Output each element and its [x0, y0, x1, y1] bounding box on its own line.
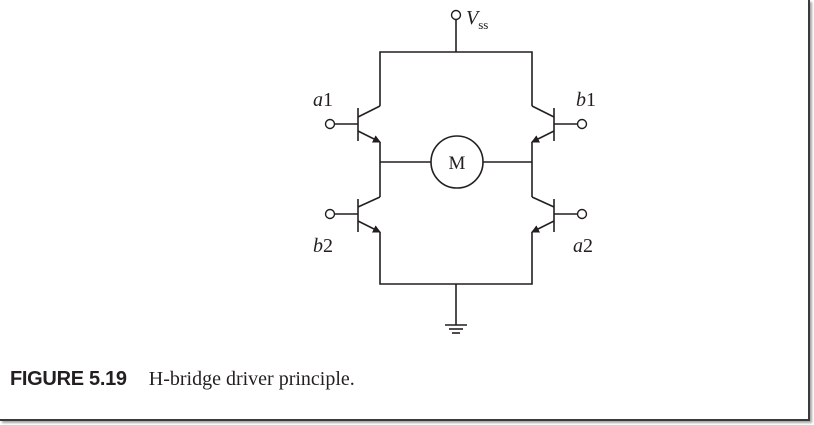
supply-rail	[379, 51, 533, 106]
q4-collector	[531, 196, 555, 208]
q2-collector	[531, 105, 555, 118]
q1-collector	[357, 105, 381, 118]
b1-input-terminal	[576, 118, 588, 130]
q3-collector	[357, 196, 381, 208]
a1-input-terminal	[324, 118, 336, 130]
ground-icon	[445, 324, 467, 334]
ground-rail	[379, 232, 533, 285]
a2-label: a2	[573, 235, 593, 257]
b2-label: b2	[313, 235, 333, 257]
transistor-q4: a2	[531, 196, 593, 257]
vss-label: Vss	[466, 7, 488, 32]
figure-number: FIGURE 5.19	[10, 368, 127, 390]
q2-emitter	[531, 130, 555, 143]
q1-emitter	[357, 130, 381, 143]
transistor-q3: b2	[313, 196, 381, 257]
q4-emitter	[531, 220, 555, 233]
a1-label: a1	[313, 89, 333, 111]
vss-terminal: Vss	[450, 7, 488, 52]
figure-caption-text: H-bridge driver principle.	[148, 368, 355, 390]
b2-input-terminal	[324, 208, 336, 220]
motor: M	[430, 135, 484, 189]
transistor-q1: a1	[313, 89, 381, 143]
a2-input-terminal	[576, 208, 588, 220]
transistor-q2: b1	[531, 89, 596, 143]
motor-label: M	[449, 153, 466, 174]
b1-label: b1	[576, 89, 596, 111]
vss-terminal-circle	[450, 9, 462, 21]
figure-caption: FIGURE 5.19 H-bridge driver principle.	[10, 368, 355, 391]
motor-circle	[430, 135, 484, 189]
q3-emitter	[357, 220, 381, 233]
